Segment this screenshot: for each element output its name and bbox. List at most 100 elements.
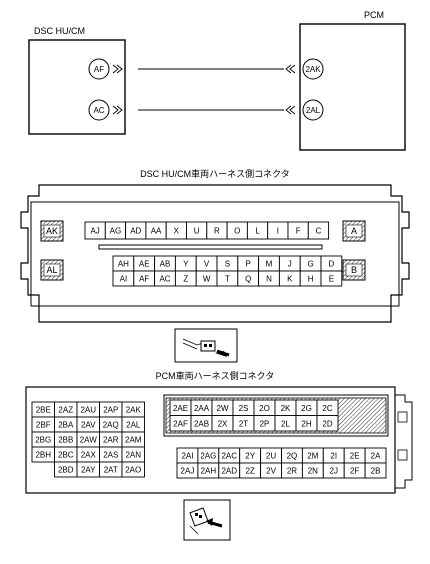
module-label-right: PCM [364, 10, 384, 20]
pcm-pin-label: 2V [266, 467, 276, 476]
pcm-pin-label: 2W [217, 404, 229, 413]
pin-label-right: 2AK [305, 65, 321, 74]
dsc-pin-label: AE [139, 260, 150, 269]
pcm-pin-label: 2BF [36, 421, 51, 430]
dsc-pin-label: AJ [90, 227, 99, 236]
pcm-cells: 2BE 2AZ 2AU 2AP 2AK 2BF 2BA 2AV 2AQ 2AL 2BG 2BB 2AW 2… [31, 397, 387, 479]
dsc-pin-label: I [277, 227, 279, 236]
pcm-pin-label: 2AL [126, 421, 141, 430]
dsc-pin-label: L [255, 227, 260, 236]
dsc-pin-label: J [288, 260, 292, 269]
pcm-pin-label: 2I [330, 452, 337, 461]
pcm-pin-label: 2AZ [58, 406, 73, 415]
dsc-pin-label: S [225, 260, 230, 269]
dsc-pin-label: V [204, 260, 210, 269]
pcm-connector: 2BE 2AZ 2AU 2AP 2AK 2BF 2BA 2AV 2AQ 2AL 2BG 2BB 2AW 2… [25, 386, 413, 541]
dsc-pin-label: AA [151, 227, 162, 236]
pin-circle [88, 99, 110, 121]
dsc-pin-label: M [266, 260, 273, 269]
pcm-pin-label: 2BD [58, 466, 74, 475]
pcm-pin-label: 2BB [58, 436, 73, 445]
pcm-pin-label: 2AM [125, 436, 142, 445]
pcm-pin-label: 2M [307, 452, 318, 461]
pcm-pin-label: 2U [266, 452, 276, 461]
pcm-pin-label: 2L [281, 419, 290, 428]
keyed-pin-label: AL [46, 265, 57, 275]
pcm-pin-label: 2S [239, 404, 249, 413]
dsc-pin-label: AH [118, 260, 129, 269]
pcm-pin-label: 2BG [35, 436, 51, 445]
pcm-connector-latch [394, 394, 413, 489]
dsc-pin-label: U [194, 227, 200, 236]
pcm-pin-label: 2AW [80, 436, 97, 445]
pcm-pin-label: 2Z [245, 467, 254, 476]
pcm-pin-label: 2AE [173, 404, 188, 413]
pcm-pin-label: 2AT [104, 466, 118, 475]
pcm-pin-label: 2AG [200, 452, 216, 461]
dsc-pin-label: N [266, 275, 272, 284]
pin-circle [88, 58, 110, 80]
pcm-pin-label: 2F [350, 467, 359, 476]
pcm-pin-label: 2R [287, 467, 297, 476]
pcm-pin-label: 2AP [103, 406, 118, 415]
pin-cell [320, 270, 343, 287]
pcm-pin-label: 2BA [58, 421, 74, 430]
pcm-pin-label: 2BE [36, 406, 51, 415]
pcm-pin-label: 2AJ [181, 467, 195, 476]
pcm-latch-window [397, 411, 408, 423]
pcm-pin-label: 2D [322, 419, 332, 428]
pcm-pin-label: 2A [371, 452, 381, 461]
dsc-pin-label: T [225, 275, 230, 284]
pcm-pin-label: 2AO [125, 466, 141, 475]
pin-cell [364, 462, 387, 479]
keyed-pin-label: AK [46, 226, 58, 236]
dsc-pin-label: D [329, 260, 335, 269]
dsc-pin-label: AD [130, 227, 141, 236]
pcm-pin-label: 2AQ [103, 421, 119, 430]
pin-cell [307, 221, 330, 240]
dsc-pin-label: E [329, 275, 334, 284]
dsc-pin-label: AF [139, 275, 149, 284]
dsc-module-box [28, 39, 126, 135]
pin-label-left: AF [94, 65, 104, 74]
dsc-pin-label: Q [245, 275, 251, 284]
dsc-connector-title: DSC HU/CM車両ハーネス側コネクタ [140, 168, 290, 179]
pcm-pin-label: 2AX [81, 451, 97, 460]
module-label-left: DSC HU/CM [34, 26, 85, 36]
pin-label-right: 2AL [306, 106, 321, 115]
pcm-pin-label: 2P [260, 419, 270, 428]
wires: AF 2AK AC 2AL [88, 58, 324, 121]
pcm-pin-label: 2N [308, 467, 318, 476]
pcm-pin-label: 2G [301, 404, 312, 413]
pcm-pin-label: 2AR [103, 436, 119, 445]
wiring-section: DSC HU/CM PCM AF 2AK AC 2AL [28, 10, 406, 151]
connector-chevron-icon [285, 64, 296, 74]
pcm-inner-bracket [163, 394, 389, 437]
pcm-pin-label: 2AK [126, 406, 142, 415]
pcm-pin-label: 2AH [201, 467, 217, 476]
pin-label-left: AC [93, 106, 104, 115]
keyed-pin-label: B [351, 265, 357, 275]
pcm-connector-title: PCM車両ハーネス側コネクタ [156, 370, 275, 381]
pcm-pin-label: 2AA [194, 404, 210, 413]
plug-arrow-icon [174, 328, 238, 363]
dsc-pin-label: X [174, 227, 180, 236]
pcm-pin-label: 2J [330, 467, 338, 476]
pcm-pin-label: 2O [259, 404, 270, 413]
dsc-pin-label: C [316, 227, 322, 236]
pcm-pin-label: 2AU [80, 406, 96, 415]
dsc-pin-label: R [214, 227, 220, 236]
dsc-pin-label: G [307, 260, 313, 269]
dsc-pin-label: F [296, 227, 301, 236]
pin-circle [302, 58, 324, 80]
dsc-pin-label: AB [160, 260, 171, 269]
dsc-pin-label: W [203, 275, 211, 284]
pcm-pin-label: 2AI [181, 452, 193, 461]
pcm-pin-label: 2T [239, 419, 248, 428]
pcm-pin-label: 2AN [125, 451, 141, 460]
pcm-pin-label: 2E [350, 452, 360, 461]
dsc-pin-label: AC [159, 275, 170, 284]
dsc-pin-label: AG [110, 227, 122, 236]
pcm-latch-window [397, 449, 408, 461]
pcm-pin-label: 2AV [81, 421, 96, 430]
